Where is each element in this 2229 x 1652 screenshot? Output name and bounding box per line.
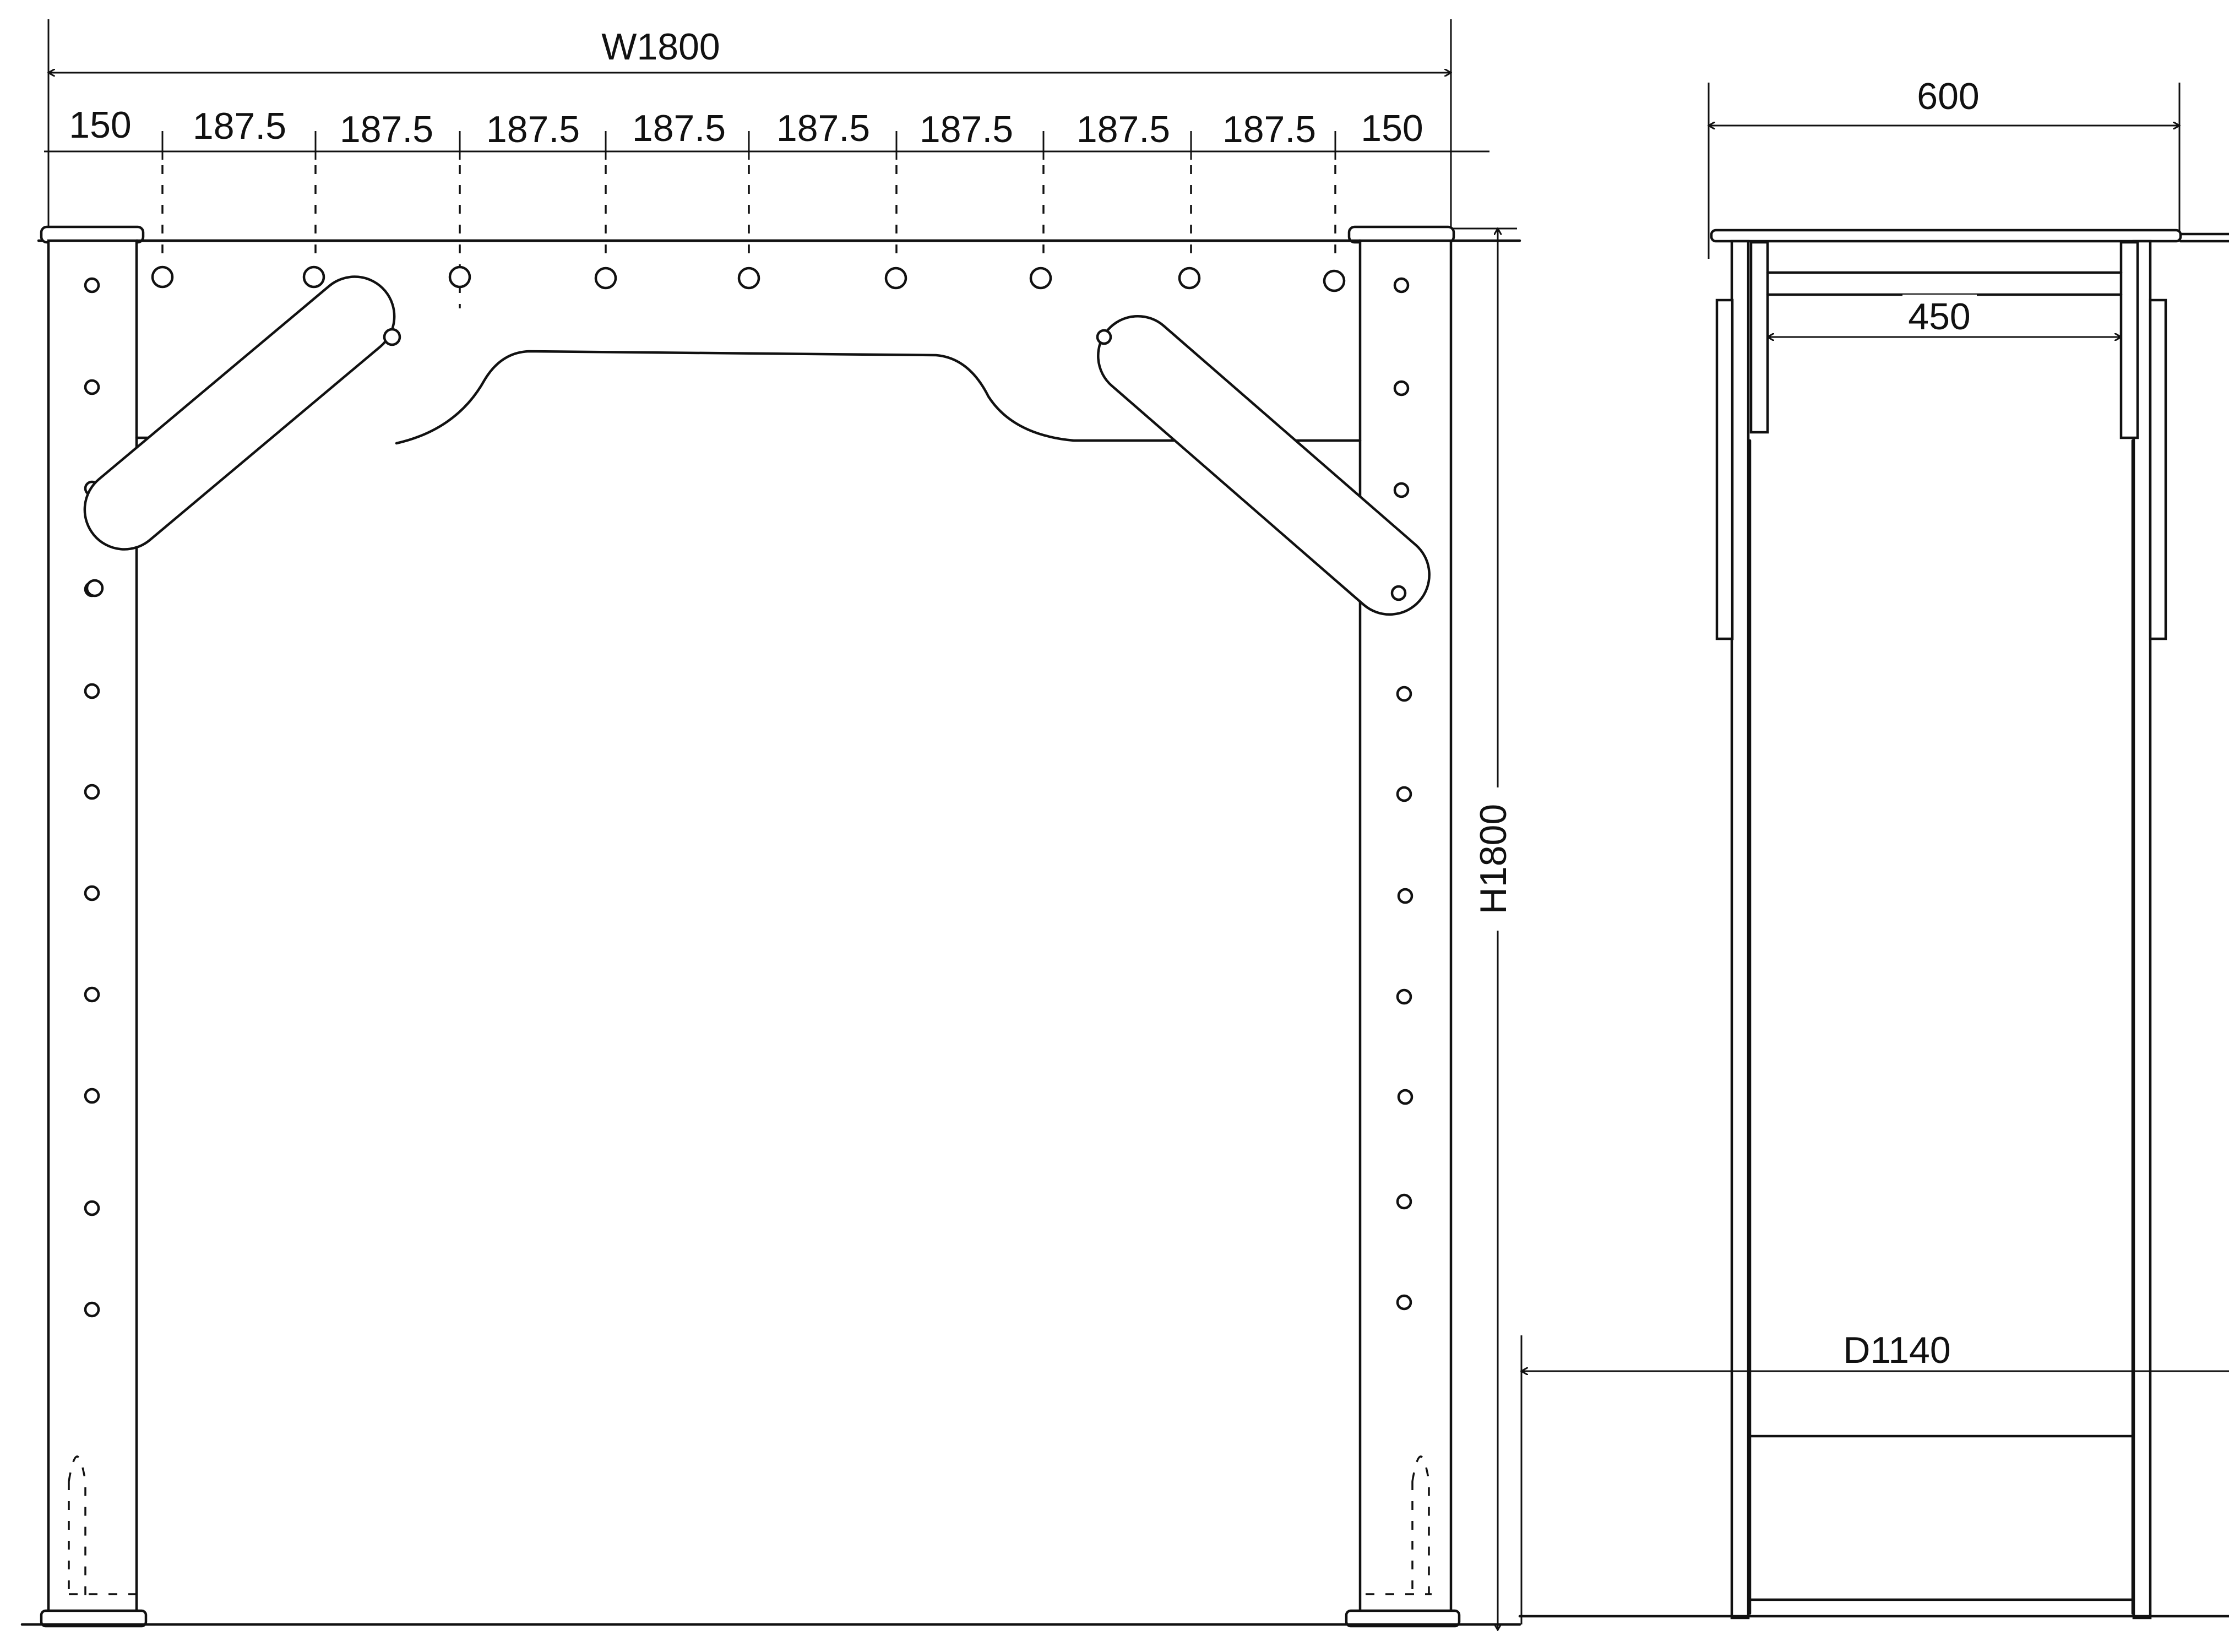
spacing-dimension: 150 187.5 187.5 187.5 187.5 187.5 187.5 … (44, 104, 1489, 160)
side-bottom-rails (1748, 1434, 2134, 1601)
lintel-hole (448, 265, 471, 289)
spacing-label-8: 187.5 (1077, 108, 1170, 150)
post-hole (1397, 1089, 1413, 1105)
post-hole (1397, 888, 1413, 904)
lintel-hole (884, 267, 907, 290)
post-hole (84, 277, 100, 294)
lintel-hole (151, 265, 174, 289)
lintel-holes (151, 265, 1346, 292)
spacing-label-3: 187.5 (340, 108, 433, 150)
top-cap (1710, 229, 2182, 243)
side-uprights (1730, 240, 2152, 1620)
spacing-label-2: 187.5 (193, 105, 286, 147)
spacing-label-6: 187.5 (776, 107, 870, 149)
top-width-dimension: 600 (1709, 75, 2179, 259)
post-hole (84, 986, 100, 1003)
spacing-label-10: 150 (1361, 107, 1423, 149)
front-view: W1800 150 187.5 187.5 187.5 187.5 187.5 … (20, 19, 1521, 1630)
inner-width-dimension: 450 (1768, 295, 2121, 338)
post-hole (1396, 1193, 1412, 1210)
spacing-label-4: 187.5 (486, 108, 580, 150)
side-view: 600 450 (1518, 75, 2229, 1624)
post-hole (1396, 988, 1412, 1005)
post-hole (84, 1200, 100, 1216)
lintel-hole (737, 267, 760, 290)
lintel-hole (1178, 267, 1201, 290)
top-width-label: 600 (1917, 75, 1979, 117)
lintel-hole (1323, 269, 1346, 292)
width-label: W1800 (601, 26, 720, 68)
post-hole (84, 885, 100, 901)
height-label: H1800 (1472, 804, 1514, 914)
post-hole (84, 1301, 100, 1318)
height-dimension: H1800 (1451, 229, 1517, 1630)
post-hole (1393, 482, 1410, 498)
post-hole (1396, 786, 1412, 802)
inner-width-label: 450 (1908, 296, 1970, 338)
post-hole (84, 784, 100, 800)
right-brace (1096, 314, 1431, 616)
post-hole (84, 379, 100, 395)
width-dimension: W1800 (48, 19, 1451, 231)
post-hole (1396, 1294, 1412, 1311)
left-post (40, 225, 148, 1628)
post-hole (1393, 380, 1410, 396)
side-brace-plates (1715, 241, 2167, 640)
post-hole (84, 1088, 100, 1104)
depth-label: D1140 (1843, 1329, 1950, 1371)
post-hole (1393, 277, 1410, 294)
spacing-label-7: 187.5 (920, 108, 1013, 150)
depth-dimension: D1140 (1521, 1327, 2229, 1624)
post-hole (84, 683, 100, 699)
right-post-holes (1393, 277, 1413, 1311)
lintel-hole (302, 265, 325, 289)
spacing-label-9: 187.5 (1222, 108, 1316, 150)
left-brace (83, 275, 401, 597)
right-post (1345, 225, 1461, 1628)
lintel-hole (594, 267, 617, 290)
spacing-label-1: 150 (69, 104, 131, 146)
spacing-label-5: 187.5 (632, 107, 726, 149)
post-hole (1396, 686, 1412, 702)
lintel-hole (1029, 267, 1052, 290)
